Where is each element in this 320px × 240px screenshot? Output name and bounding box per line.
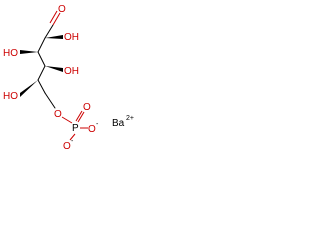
wedge-c4-oh: [45, 66, 63, 72]
phosphorus-atom: P: [72, 123, 79, 134]
bond-c5-c6: [37, 79, 46, 94]
hydroxyl-c2: OH: [64, 32, 79, 43]
wedge-c5-ho: [20, 80, 38, 97]
bond-c1-o-a: [52, 12, 61, 26]
bond-c3-c4: [37, 51, 46, 67]
wedge-c2-oh: [45, 35, 63, 39]
bond-c2-c3: [37, 37, 46, 53]
phosphate-charge-2: -: [71, 138, 74, 145]
phosphate-oxygen-3: O: [88, 124, 96, 135]
bond-c1-o-b: [49, 10, 58, 24]
hydroxyl-c5: HO: [3, 91, 18, 102]
phosphate-oxygen-1: O: [83, 102, 91, 113]
wedge-c3-ho: [20, 50, 38, 54]
bond-p-o1-a: [75, 110, 83, 122]
phosphate-charge-1: -: [96, 121, 99, 128]
bond-c1-c2: [44, 24, 54, 39]
bond-p-o1-b: [77, 111, 85, 123]
bond-o-p: [61, 116, 73, 124]
bond-c6-o: [44, 92, 56, 109]
barium-symbol: Ba: [112, 118, 125, 129]
barium-charge: 2+: [126, 115, 134, 122]
phosphate-oxygen-2: O: [63, 141, 71, 152]
structure-diagram: O OH HO OH HO O P O O - O - Ba 2+: [3, 4, 134, 152]
hydroxyl-c3: HO: [3, 48, 18, 59]
bond-c4-c5: [37, 65, 46, 81]
aldehyde-oxygen: O: [58, 4, 66, 15]
ester-oxygen: O: [54, 109, 62, 120]
bond-p-o2: [69, 133, 76, 141]
hydroxyl-c4: OH: [64, 66, 79, 77]
